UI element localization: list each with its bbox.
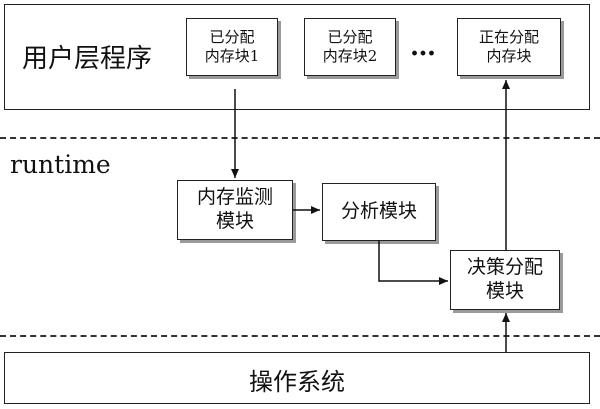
- memory-monitor-module-line2: 模块: [215, 210, 254, 232]
- allocated-memory-block-2: 已分配 内存块2: [304, 18, 396, 76]
- allocated-memory-block-2-line2: 内存块2: [322, 47, 378, 65]
- memory-monitor-module-line1: 内存监测: [196, 186, 273, 209]
- decision-allocation-module-line2: 模块: [485, 280, 524, 302]
- analysis-module-label: 分析模块: [340, 200, 417, 223]
- arrow-analysis-to-decision: [378, 241, 448, 285]
- separator-runtime-os: [0, 335, 600, 337]
- allocated-memory-block-1-line1: 已分配: [209, 28, 255, 47]
- separator-user-runtime: [0, 137, 600, 139]
- operating-system-layer: [4, 352, 590, 404]
- decision-allocation-module: 决策分配 模块: [450, 250, 560, 310]
- runtime-label: runtime: [10, 150, 111, 179]
- memory-monitor-module: 内存监测 模块: [177, 180, 293, 240]
- allocated-memory-block-1: 已分配 内存块1: [186, 18, 278, 76]
- allocated-memory-block-2-line1: 已分配: [327, 28, 373, 47]
- allocating-memory-block-line2: 内存块: [486, 47, 532, 65]
- allocating-memory-block-line1: 正在分配: [478, 28, 539, 47]
- operating-system-layer-title: 操作系统: [249, 368, 345, 396]
- allocated-memory-block-1-line2: 内存块1: [204, 47, 260, 65]
- decision-allocation-module-line1: 决策分配: [466, 256, 543, 279]
- allocating-memory-block: 正在分配 内存块: [457, 18, 561, 76]
- analysis-module: 分析模块: [322, 183, 436, 241]
- ellipsis: …: [410, 32, 436, 62]
- user-program-layer-title: 用户层程序: [22, 44, 153, 74]
